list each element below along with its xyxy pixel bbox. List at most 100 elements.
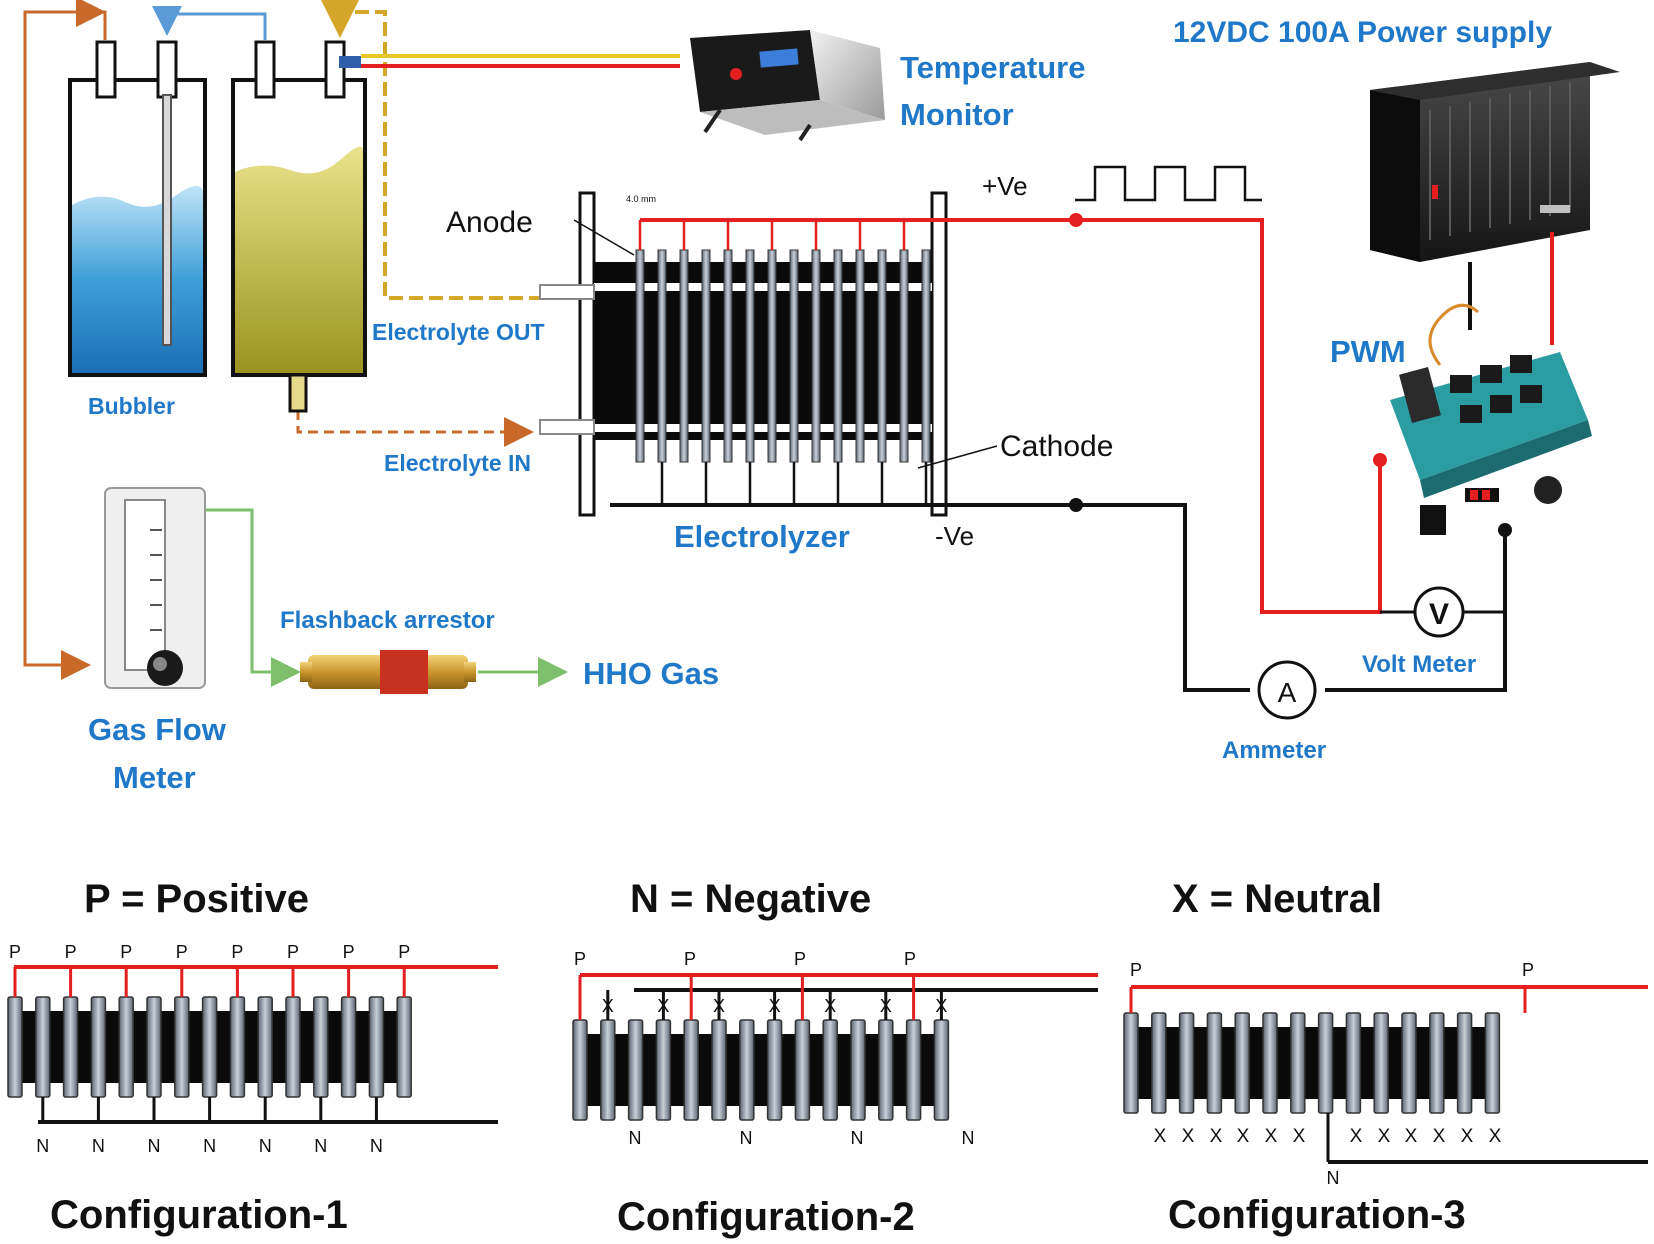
configuration-3-title: Configuration-3 — [1168, 1193, 1466, 1237]
volt-meter-label: Volt Meter — [1362, 651, 1476, 678]
stack-plate — [257, 996, 273, 1098]
stack-plate — [1206, 1012, 1223, 1114]
config1-n-mark: N — [259, 1136, 272, 1156]
cathode-leader — [917, 445, 998, 469]
hho-gas-label: HHO Gas — [583, 656, 719, 691]
stack-plate — [90, 996, 107, 1098]
stack-plate — [1123, 1012, 1139, 1114]
legend-neutral: X = Neutral — [1172, 877, 1382, 921]
ammeter-symbol-text: A — [1278, 677, 1297, 708]
config1-n-mark: N — [148, 1136, 161, 1156]
config3-p-mark: P — [1130, 960, 1142, 980]
config2-p-mark: P — [904, 949, 916, 969]
gas-flow-label-line2: Meter — [113, 760, 196, 795]
legend-positive: P = Positive — [84, 877, 309, 921]
stack-plate — [1401, 1012, 1417, 1114]
power-supply-device — [1370, 62, 1620, 262]
config2-x-mark: X — [769, 996, 781, 1016]
flashback-label: Flashback arrestor — [280, 607, 495, 634]
electrode-plate — [701, 249, 711, 463]
electrode-plate — [635, 249, 645, 463]
config1-p-mark: P — [176, 942, 188, 962]
config3-x-mark: X — [1489, 1126, 1502, 1147]
config3-p-mark: P — [1522, 960, 1534, 980]
stack-plate — [572, 1019, 588, 1121]
configuration-1-title: Configuration-1 — [50, 1193, 348, 1237]
power-supply-label: 12VDC 100A Power supply — [1173, 16, 1552, 49]
electrode-plate — [921, 249, 931, 463]
stack-plate — [1290, 1012, 1306, 1114]
pwm-negative-node — [1498, 523, 1512, 537]
config2-n-mark: N — [851, 1128, 864, 1148]
stack-plate — [655, 1019, 672, 1121]
electrode-plate — [877, 249, 887, 463]
config3-x-mark: X — [1210, 1126, 1223, 1147]
pwm-label: PWM — [1330, 334, 1406, 369]
positive-wire — [640, 218, 1382, 614]
config3-x-mark: X — [1293, 1126, 1306, 1147]
electrode-plate — [767, 249, 777, 463]
electrode-plate — [899, 249, 909, 463]
config3-x-mark: X — [1405, 1126, 1418, 1147]
config2-x-mark: X — [935, 996, 947, 1016]
pwm-board — [1390, 352, 1592, 535]
stack-plate — [905, 1019, 922, 1121]
stack-plate — [1151, 1012, 1167, 1114]
electrolyzer-stack — [539, 191, 948, 517]
config3-x-mark: X — [1433, 1126, 1446, 1147]
electrode-plate — [679, 249, 689, 463]
electrolyte-tank — [231, 40, 367, 413]
config2-x-mark: X — [657, 996, 669, 1016]
stack-plate — [1373, 1012, 1389, 1114]
config2-x-mark: X — [880, 996, 892, 1016]
stack-plate — [340, 996, 357, 1098]
config1-n-mark: N — [92, 1136, 105, 1156]
stack-plate — [368, 996, 385, 1098]
stack-plate — [600, 1019, 616, 1121]
stack-plate — [62, 996, 79, 1098]
ammeter-symbol — [1257, 660, 1317, 720]
stack-plate — [1429, 1012, 1445, 1114]
volt-meter-symbol — [1413, 586, 1465, 638]
electrolyte-in-pipe — [296, 410, 534, 447]
gas-flow-meter-device — [104, 487, 206, 689]
configuration-2-title: Configuration-2 — [617, 1195, 915, 1239]
config1-n-mark: N — [370, 1136, 383, 1156]
stack-plate — [1234, 1012, 1250, 1114]
stack-plate — [201, 996, 218, 1098]
stack-plate — [878, 1019, 894, 1121]
pwm-positive-node — [1373, 453, 1387, 467]
config3-x-mark: X — [1265, 1126, 1278, 1147]
negative-wire-return — [1325, 530, 1507, 692]
config1-n-mark: N — [203, 1136, 216, 1156]
gas-flow-line — [205, 508, 301, 687]
config3-x-mark: X — [1350, 1126, 1363, 1147]
config2-x-mark: X — [602, 996, 614, 1016]
stack-plate — [1178, 1012, 1195, 1114]
config3-x-mark: X — [1378, 1126, 1391, 1147]
volt-symbol: V — [1429, 598, 1449, 631]
electrolyte-out-pipe — [320, 0, 543, 300]
temperature-label-line2: Monitor — [900, 97, 1014, 132]
spacing-label: 4.0 mm — [626, 194, 656, 204]
stack-plate — [794, 1019, 811, 1121]
temperature-monitor-device — [690, 30, 885, 142]
anode-leader — [573, 219, 635, 256]
stack-plate — [285, 996, 301, 1098]
electrode-plate — [745, 249, 755, 463]
cathode-label: Cathode — [1000, 430, 1113, 463]
stack-plate — [1345, 1012, 1362, 1114]
stack-plate — [229, 996, 246, 1098]
stack-plate — [627, 1019, 644, 1121]
stack-plate — [822, 1019, 838, 1121]
config3-x-mark: X — [1461, 1126, 1474, 1147]
stack-plate — [1484, 1012, 1501, 1114]
flashback-arrestor-device — [300, 650, 476, 694]
stack-plate — [118, 996, 134, 1098]
gas-flow-label-line1: Gas Flow — [88, 712, 227, 747]
config1-p-mark: P — [231, 942, 243, 962]
